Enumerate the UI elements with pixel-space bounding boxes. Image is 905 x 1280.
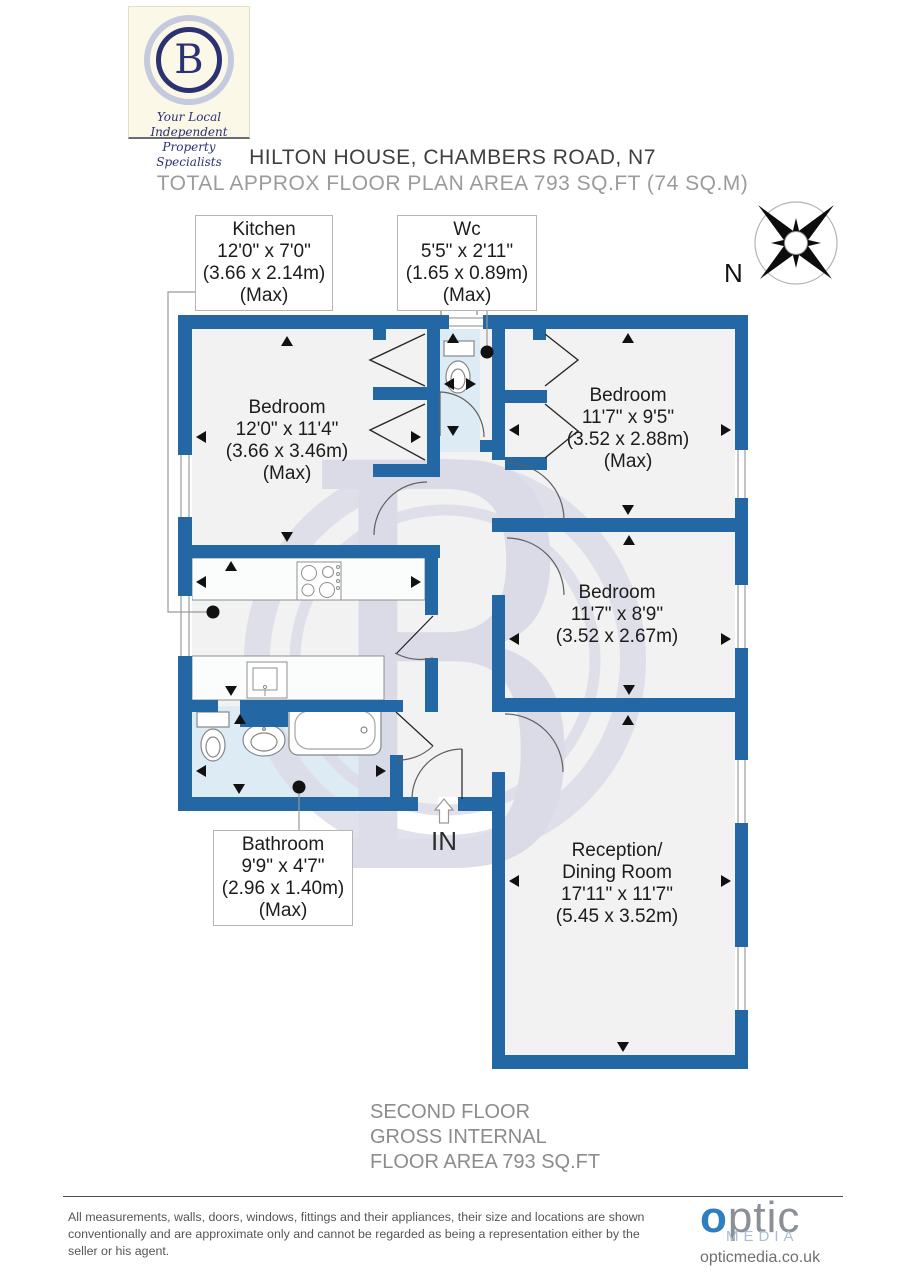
entrance-label: IN bbox=[431, 826, 457, 856]
kitchen-label: Kitchen 12'0" x 7'0" (3.66 x 2.14m) (Max… bbox=[195, 215, 333, 311]
wardrobe-bifold-doors bbox=[368, 333, 580, 461]
page-subtitle: TOTAL APPROX FLOOR PLAN AREA 793 SQ.FT (… bbox=[156, 172, 749, 195]
brand-letter: B bbox=[174, 37, 204, 83]
kitchen-fixtures bbox=[191, 557, 426, 701]
reception-label: Reception/ Dining Room 17'11" x 11'7" (5… bbox=[555, 840, 679, 927]
compass-rose-icon bbox=[754, 201, 838, 285]
entrance-arrow-icon bbox=[433, 798, 455, 824]
doors bbox=[373, 391, 565, 800]
compass-north-label: N bbox=[724, 258, 743, 288]
bedroom1-label: Bedroom 12'0" x 11'4" (3.66 x 3.46m) (Ma… bbox=[225, 397, 349, 484]
optic-logo-rest: ptic bbox=[727, 1193, 801, 1242]
wc-label: Wc 5'5" x 2'11" (1.65 x 0.89m) (Max) bbox=[397, 215, 537, 311]
bedroom2-label: Bedroom 11'7" x 9'5" (3.52 x 2.88m) (Max… bbox=[566, 385, 690, 472]
label-leaders bbox=[167, 291, 494, 830]
optic-logo-o: o bbox=[700, 1193, 728, 1242]
dimension-arrows bbox=[196, 333, 731, 1052]
toilet-cistern-icon bbox=[196, 711, 230, 728]
bathroom-label: Bathroom 9'9" x 4'7" (2.96 x 1.40m) (Max… bbox=[213, 830, 353, 926]
page-title: HILTON HOUSE, CHAMBERS ROAD, N7 bbox=[249, 146, 656, 169]
floor-summary: SECOND FLOOR GROSS INTERNAL FLOOR AREA 7… bbox=[370, 1101, 601, 1173]
brand-tagline-line1: Your Local Independent bbox=[150, 110, 228, 139]
optic-media-logo: optic MEDIA opticmedia.co.uk bbox=[700, 1196, 850, 1267]
walls bbox=[178, 315, 748, 1069]
disclaimer-text: All measurements, walls, doors, windows,… bbox=[68, 1210, 645, 1258]
optic-logo-media: MEDIA bbox=[726, 1228, 799, 1245]
footer-divider bbox=[63, 1196, 843, 1197]
brand-logo: B Your Local Independent Property Specia… bbox=[128, 6, 250, 169]
brand-tagline-line2: Property Specialists bbox=[156, 140, 222, 169]
windows bbox=[178, 315, 748, 1010]
optic-website: opticmedia.co.uk bbox=[700, 1249, 821, 1266]
wc-cistern-icon bbox=[443, 340, 475, 357]
bedroom3-label: Bedroom 11'7" x 8'9" (3.52 x 2.67m) bbox=[555, 582, 679, 647]
toilet-icon bbox=[200, 728, 226, 762]
brand-ring-icon: B bbox=[144, 15, 234, 105]
